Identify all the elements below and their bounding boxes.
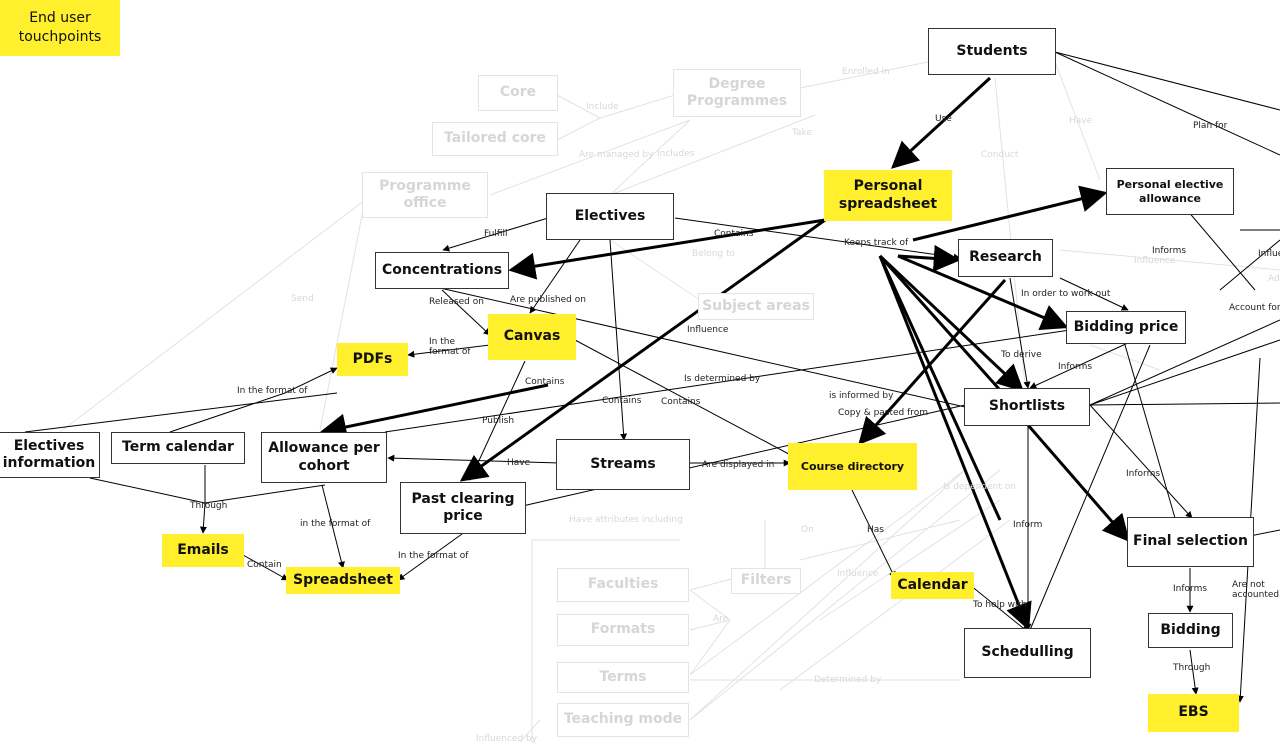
node-allowance-per-cohort: Allowance per cohort (261, 432, 387, 483)
node-past-clearing-price: Past clearing price (400, 482, 526, 534)
edge-label-copy-pasted-from: Copy & pasted from (838, 408, 929, 418)
edge-label-are-not-accounted: Are not accounted (1232, 580, 1280, 601)
faded-edges (59, 61, 1280, 742)
node-terms: Terms (557, 662, 689, 693)
faded-edge-label-are: Are (713, 614, 729, 624)
edge-label-informs: Informs (1126, 469, 1161, 479)
node-schedulling: Schedulling (964, 628, 1091, 678)
thin-edges (24, 51, 1280, 703)
edge-label-through: Through (1173, 663, 1211, 673)
node-final-selection: Final selection (1127, 517, 1254, 567)
edge-label-keeps-track-of: Keeps track of (844, 238, 909, 248)
faded-edge-label-influence: Influence (1134, 256, 1176, 266)
edge-label-inform: Inform (1013, 520, 1043, 530)
node-course-directory: Course directory (788, 443, 917, 490)
faded-edge-label-send: Send (291, 294, 314, 304)
edge-label-in-the-format-of: In the format of (398, 551, 469, 561)
edge-label-influence: Influence (687, 325, 729, 335)
node-emails: Emails (162, 534, 244, 567)
node-spreadsheet: Spreadsheet (286, 567, 400, 594)
faded-edge-label-ad: Ad (1268, 274, 1280, 284)
node-subject-areas: Subject areas (698, 293, 814, 320)
edge-label-contains: Contains (661, 397, 701, 407)
faded-edge-label-influenced-by: Influenced by (476, 734, 538, 744)
node-ebs: EBS (1148, 694, 1239, 732)
edge-label-is-determined-by: Is determined by (684, 374, 761, 384)
faded-edge-label-are-managed-by: Are managed by (579, 150, 654, 160)
edge-label-through: Through (190, 501, 228, 511)
faded-edge-label-belong-to: Belong to (692, 249, 736, 259)
edge-label-fulfill: Fulfill (484, 229, 508, 239)
node-electives-information: Electives information (0, 432, 100, 478)
faded-edge-label-conduct: Conduct (981, 150, 1019, 160)
edge-label-use: Use (935, 114, 952, 124)
edge-label-have: Have (507, 458, 531, 468)
node-teaching-mode: Teaching mode (557, 703, 689, 737)
edge-label-informs: Informs (1152, 246, 1187, 256)
edge-label-influe: Influe (1258, 249, 1280, 259)
node-canvas: Canvas (488, 314, 576, 360)
node-filters: Filters (731, 568, 801, 594)
faded-edge-label-have: Have (1069, 116, 1093, 126)
edge-label-to-derive: To derive (1001, 350, 1042, 360)
edge-label-in-the-format-of: in the format of (300, 519, 371, 529)
node-streams: Streams (556, 439, 690, 490)
node-electives: Electives (546, 193, 674, 240)
faded-edge-label-have-attributes-including: Have attributes including (569, 515, 683, 525)
node-shortlists: Shortlists (964, 388, 1090, 426)
faded-edge-label-take: Take (792, 128, 812, 138)
edge-label-plan-for: Plan for (1193, 121, 1228, 131)
edge-label-released-on: Released on (429, 297, 484, 307)
edge-label-informs: Informs (1173, 584, 1208, 594)
thick-edges (319, 76, 1130, 631)
edge-label-informs: Informs (1058, 362, 1093, 372)
node-term-calendar: Term calendar (111, 432, 245, 464)
edge-label-contains: Contains (714, 229, 754, 239)
node-research: Research (958, 239, 1053, 277)
node-personal-elective-allowance: Personal elective allowance (1106, 168, 1234, 215)
edge-label-to-help-with: To help with (973, 600, 1027, 610)
edge-label-account-for: Account for (1229, 303, 1280, 313)
edge-label-contains: Contains (602, 396, 642, 406)
node-programme-office: Programme office (362, 172, 488, 218)
edge-label-in-the-format-of: In the format of (237, 386, 308, 396)
node-formats: Formats (557, 614, 689, 646)
node-concentrations: Concentrations (375, 252, 509, 289)
legend-end-user-touchpoints: End user touchpoints (0, 0, 120, 56)
edge-label-are-displayed-in: Are displayed in (702, 460, 775, 470)
node-pdfs: PDFs (337, 343, 408, 376)
edge-label-contains: Contains (525, 377, 565, 387)
node-faculties: Faculties (557, 568, 689, 602)
edge-label-are-published-on: Are published on (510, 295, 586, 305)
faded-edge-label-influence: Influence (837, 569, 879, 579)
faded-edge-label-determined-by: Determined by (814, 675, 882, 685)
faded-edge-label-on: On (801, 525, 814, 535)
edge-label-is-informed-by: is informed by (829, 391, 894, 401)
edge-label-in-order-to-work-out: In order to work out (1021, 289, 1111, 299)
node-degree-programmes: Degree Programmes (673, 69, 801, 117)
node-core: Core (478, 75, 558, 111)
node-tailored-core: Tailored core (432, 122, 558, 156)
edge-label-publish: Publish (482, 416, 515, 426)
faded-edge-label-include: Include (586, 102, 619, 112)
faded-edge-label-includes: Includes (657, 149, 695, 159)
node-students: Students (928, 28, 1056, 75)
edge-label-contain: Contain (247, 560, 282, 570)
faded-edge-label-is-dependent-on: Is dependent on (943, 482, 1016, 492)
node-calendar: Calendar (891, 572, 974, 599)
node-personal-spreadsheet: Personal spreadsheet (824, 170, 952, 221)
node-bidding-price: Bidding price (1066, 311, 1186, 344)
edge-label-in-the-format-of: In the format of (429, 337, 471, 358)
node-bidding: Bidding (1148, 613, 1233, 648)
faded-edge-label-enrolled-in: Enrolled in (842, 67, 890, 77)
edge-label-has: Has (867, 525, 884, 535)
